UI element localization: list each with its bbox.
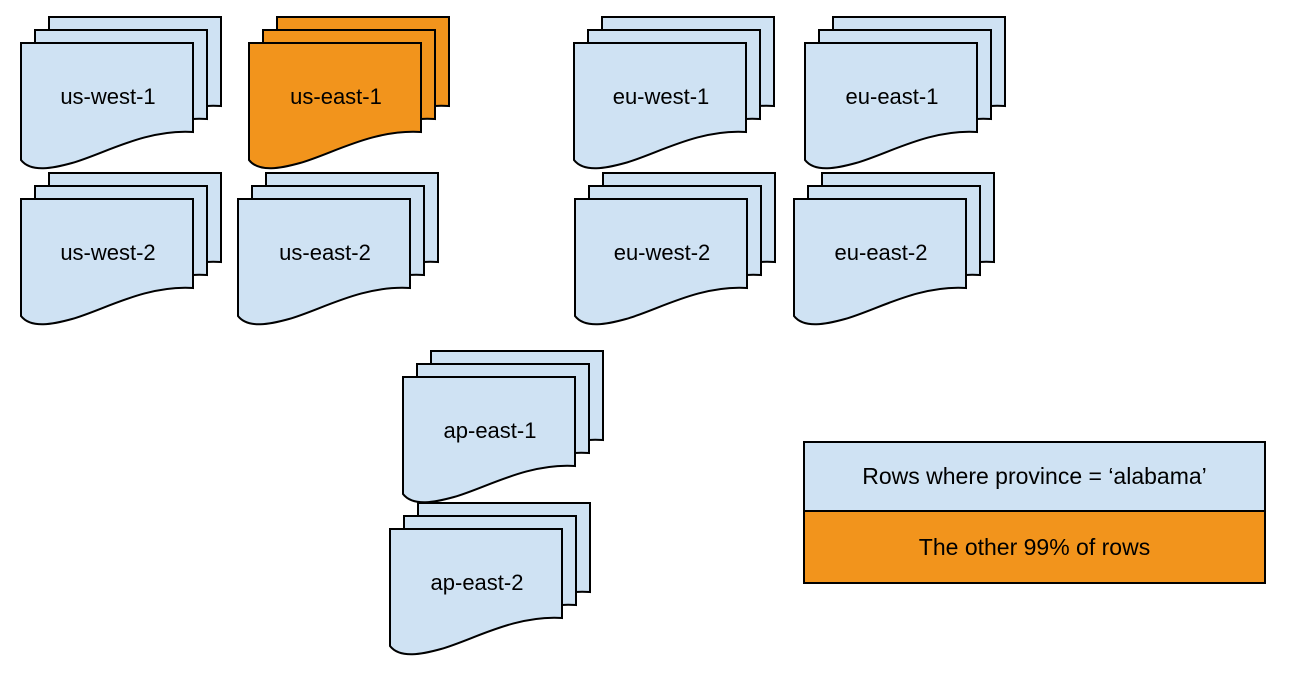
region-stack-us-west-2: us-west-2 bbox=[20, 172, 224, 331]
document-stack-icon bbox=[20, 16, 222, 170]
document-stack-icon bbox=[20, 172, 222, 326]
region-label-eu-east-1: eu-east-1 bbox=[845, 84, 939, 109]
document-shape-front bbox=[793, 198, 967, 326]
document-shape-front bbox=[574, 198, 748, 326]
document-stack-icon bbox=[804, 16, 1006, 170]
legend-row-other-rows: The other 99% of rows bbox=[805, 512, 1264, 582]
document-shape-front bbox=[402, 376, 576, 504]
region-stack-ap-east-1: ap-east-1 bbox=[402, 350, 606, 509]
region-stack-eu-east-2: eu-east-2 bbox=[793, 172, 997, 331]
region-stack-ap-east-2: ap-east-2 bbox=[389, 502, 593, 661]
region-stack-eu-west-1: eu-west-1 bbox=[573, 16, 777, 175]
region-label-ap-east-2: ap-east-2 bbox=[430, 570, 524, 595]
document-shape-front bbox=[389, 528, 563, 656]
legend-label-other-rows: The other 99% of rows bbox=[918, 533, 1151, 560]
document-stack-icon bbox=[237, 172, 439, 326]
legend: Rows where province = ‘alabama’ The othe… bbox=[803, 441, 1266, 584]
region-label-ap-east-1: ap-east-1 bbox=[443, 418, 537, 443]
document-shape-front bbox=[237, 198, 411, 326]
document-stack-icon bbox=[402, 350, 604, 504]
region-label-us-east-2: us-east-2 bbox=[279, 240, 371, 265]
region-stack-eu-east-1: eu-east-1 bbox=[804, 16, 1008, 175]
region-stack-us-east-2: us-east-2 bbox=[237, 172, 441, 331]
document-shape-front bbox=[573, 42, 747, 170]
document-stack-icon bbox=[574, 172, 776, 326]
region-label-eu-west-1: eu-west-1 bbox=[612, 84, 710, 109]
document-shape-front bbox=[804, 42, 978, 170]
document-stack-icon bbox=[389, 502, 591, 656]
document-stack-icon bbox=[573, 16, 775, 170]
region-label-eu-west-2: eu-west-2 bbox=[613, 240, 711, 265]
region-label-us-west-2: us-west-2 bbox=[60, 240, 156, 265]
document-shape-front bbox=[20, 42, 194, 170]
legend-row-alabama-rows: Rows where province = ‘alabama’ bbox=[805, 443, 1264, 512]
document-stack-icon bbox=[793, 172, 995, 326]
region-stack-us-east-1: us-east-1 bbox=[248, 16, 452, 175]
region-stack-eu-west-2: eu-west-2 bbox=[574, 172, 778, 331]
region-label-us-west-1: us-west-1 bbox=[60, 84, 156, 109]
region-stack-us-west-1: us-west-1 bbox=[20, 16, 224, 175]
document-shape-front bbox=[20, 198, 194, 326]
region-label-us-east-1: us-east-1 bbox=[290, 84, 382, 109]
document-stack-icon bbox=[248, 16, 450, 170]
document-shape-front bbox=[248, 42, 422, 170]
region-label-eu-east-2: eu-east-2 bbox=[834, 240, 928, 265]
legend-label-alabama-rows: Rows where province = ‘alabama’ bbox=[862, 463, 1207, 489]
